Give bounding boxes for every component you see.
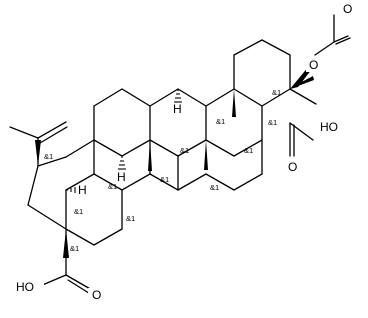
wedge-acid-bottom bbox=[63, 229, 69, 258]
wedge-methyl-right bbox=[290, 76, 314, 89]
wedge-methyl-left bbox=[148, 140, 152, 171]
stereo-label-12: &1 bbox=[44, 152, 53, 161]
atom-h-left: H bbox=[78, 183, 87, 197]
stereo-label-10: &1 bbox=[74, 207, 83, 216]
hash-h-mid bbox=[118, 156, 126, 170]
stereo-label-1: &1 bbox=[272, 88, 281, 97]
wedge-isopropenyl bbox=[35, 140, 41, 166]
stereo-label-2: &1 bbox=[268, 118, 277, 127]
stereo-label-7: &1 bbox=[210, 183, 219, 192]
atom-acid-right-oh: HO bbox=[320, 120, 338, 134]
hash-h-top bbox=[174, 89, 182, 103]
atom-acid-bottom-o: O bbox=[92, 288, 101, 302]
atom-acid-right-o: O bbox=[288, 160, 297, 174]
atom-acetyl-o-ester: O bbox=[309, 58, 318, 72]
stereo-label-4: &1 bbox=[216, 117, 225, 126]
bond-lines bbox=[9, 14, 351, 296]
atom-acid-bottom-oh: HO bbox=[16, 280, 34, 294]
stereo-label-5: &1 bbox=[180, 146, 189, 155]
hash-h-left bbox=[66, 187, 76, 193]
stereo-label-3: &1 bbox=[244, 146, 253, 155]
stereo-label-8: &1 bbox=[108, 182, 117, 191]
stereo-descriptors: &1 &1 &1 &1 &1 &1 &1 &1 &1 &1 &1 &1 bbox=[44, 88, 281, 253]
stereo-label-9: &1 bbox=[126, 214, 135, 223]
wedge-methyl-center-top bbox=[232, 89, 236, 117]
stereo-label-6: &1 bbox=[160, 175, 169, 184]
stereo-label-11: &1 bbox=[70, 244, 79, 253]
atom-h-top: H bbox=[173, 102, 182, 116]
atom-acetyl-o-carbonyl: O bbox=[343, 2, 352, 16]
atom-labels: O O HO O HO O H H H bbox=[14, 2, 356, 302]
wedge-methyl-center bbox=[204, 140, 208, 170]
atom-h-mid: H bbox=[117, 170, 126, 184]
